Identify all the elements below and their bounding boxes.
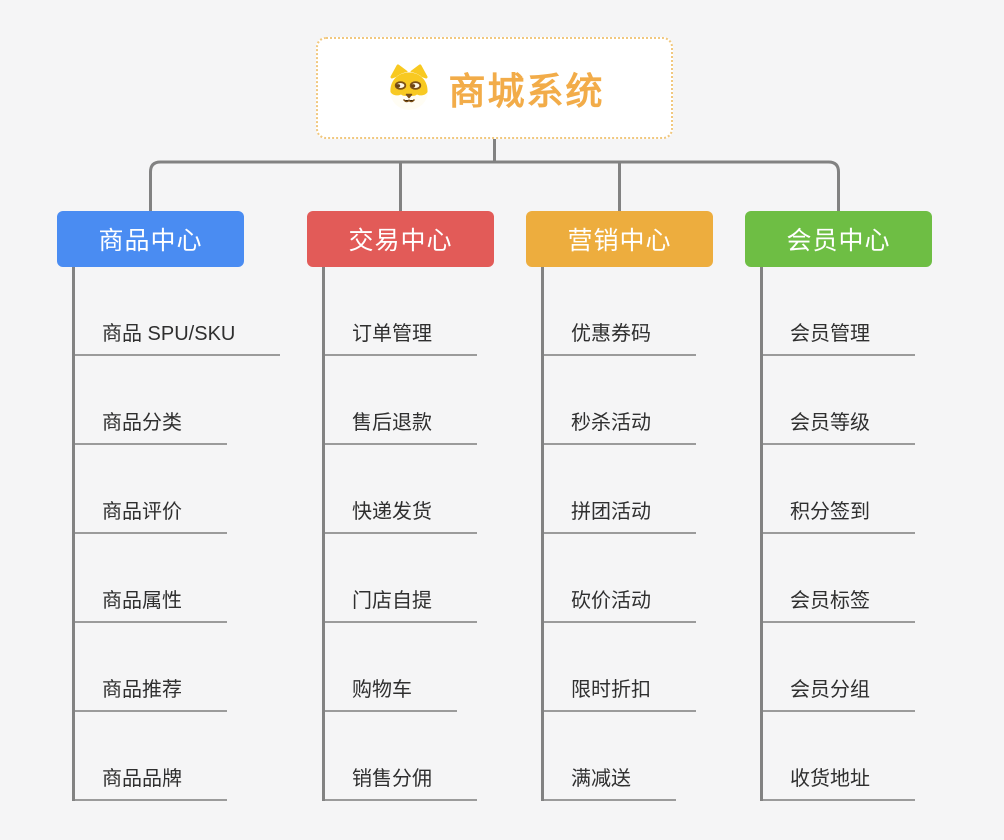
branch-label: 商品中心 [98,227,203,255]
leaf-topic[interactable]: 限时折扣 [544,623,776,712]
leaf-topic-label: 商品推荐 [75,673,227,712]
branch-children-marketing-center: 优惠券码 秒杀活动 拼团活动 砍价活动 限时折扣 满减送 [541,267,776,801]
branch-label: 会员中心 [786,227,891,255]
leaf-topic[interactable]: 满减送 [544,712,776,801]
branch-children-trade-center: 订单管理 售后退款 快递发货 门店自提 购物车 销售分佣 [322,267,557,801]
branch-children-product-center: 商品 SPU/SKU 商品分类 商品评价 商品属性 商品推荐 商品品牌 [72,267,307,801]
leaf-topic[interactable]: 售后退款 [325,356,557,445]
leaf-topic-label: 订单管理 [325,317,477,356]
leaf-topic[interactable]: 砍价活动 [544,534,776,623]
leaf-topic[interactable]: 会员分组 [763,623,995,712]
leaf-topic-label: 销售分佣 [325,762,477,801]
leaf-topic-label: 快递发货 [325,495,477,534]
leaf-topic[interactable]: 购物车 [325,623,557,712]
leaf-topic[interactable]: 商品推荐 [75,623,307,712]
leaf-topic[interactable]: 会员管理 [763,267,995,356]
leaf-topic[interactable]: 优惠券码 [544,267,776,356]
leaf-topic-label: 售后退款 [325,406,477,445]
branch-label: 交易中心 [348,227,453,255]
root-topic[interactable]: 商城系统 [316,37,673,139]
leaf-topic[interactable]: 销售分佣 [325,712,557,801]
leaf-topic-label: 会员管理 [763,317,915,356]
leaf-topic[interactable]: 收货地址 [763,712,995,801]
leaf-topic[interactable]: 快递发货 [325,445,557,534]
leaf-topic[interactable]: 秒杀活动 [544,356,776,445]
branch-children-member-center: 会员管理 会员等级 积分签到 会员标签 会员分组 收货地址 [760,267,995,801]
branch-rail-connector [149,160,840,211]
leaf-topic[interactable]: 门店自提 [325,534,557,623]
branch-node-marketing-center[interactable]: 营销中心 [526,211,713,267]
leaf-topic-label: 门店自提 [325,584,477,623]
leaf-topic[interactable]: 商品 SPU/SKU [75,267,307,356]
leaf-topic-label: 秒杀活动 [544,406,696,445]
leaf-topic-label: 购物车 [325,673,457,712]
leaf-topic-label: 优惠券码 [544,317,696,356]
leaf-topic-label: 砍价活动 [544,584,696,623]
leaf-topic[interactable]: 拼团活动 [544,445,776,534]
branch-node-product-center[interactable]: 商品中心 [57,211,244,267]
leaf-topic[interactable]: 商品分类 [75,356,307,445]
leaf-topic[interactable]: 商品属性 [75,534,307,623]
leaf-topic-label: 拼团活动 [544,495,696,534]
branch-node-trade-center[interactable]: 交易中心 [307,211,494,267]
leaf-topic-label: 收货地址 [763,762,915,801]
leaf-topic-label: 商品评价 [75,495,227,534]
leaf-topic[interactable]: 订单管理 [325,267,557,356]
leaf-topic-label: 商品分类 [75,406,227,445]
branch-node-member-center[interactable]: 会员中心 [745,211,932,267]
leaf-topic[interactable]: 会员标签 [763,534,995,623]
shiba-dog-icon [389,64,428,110]
leaf-topic-label: 满减送 [544,762,676,801]
leaf-topic-label: 限时折扣 [544,673,696,712]
leaf-topic-label: 会员标签 [763,584,915,623]
leaf-topic[interactable]: 积分签到 [763,445,995,534]
leaf-topic-label: 商品品牌 [75,762,227,801]
leaf-topic[interactable]: 会员等级 [763,356,995,445]
leaf-topic-label: 商品 SPU/SKU [75,317,281,356]
leaf-topic-label: 会员分组 [763,673,915,712]
root-topic-title: 商城系统 [448,71,605,112]
leaf-topic[interactable]: 商品评价 [75,445,307,534]
leaf-topic-label: 积分签到 [763,495,915,534]
leaf-topic-label: 商品属性 [75,584,227,623]
branch-label: 营销中心 [567,227,672,255]
leaf-topic[interactable]: 商品品牌 [75,712,307,801]
leaf-topic-label: 会员等级 [763,406,915,445]
